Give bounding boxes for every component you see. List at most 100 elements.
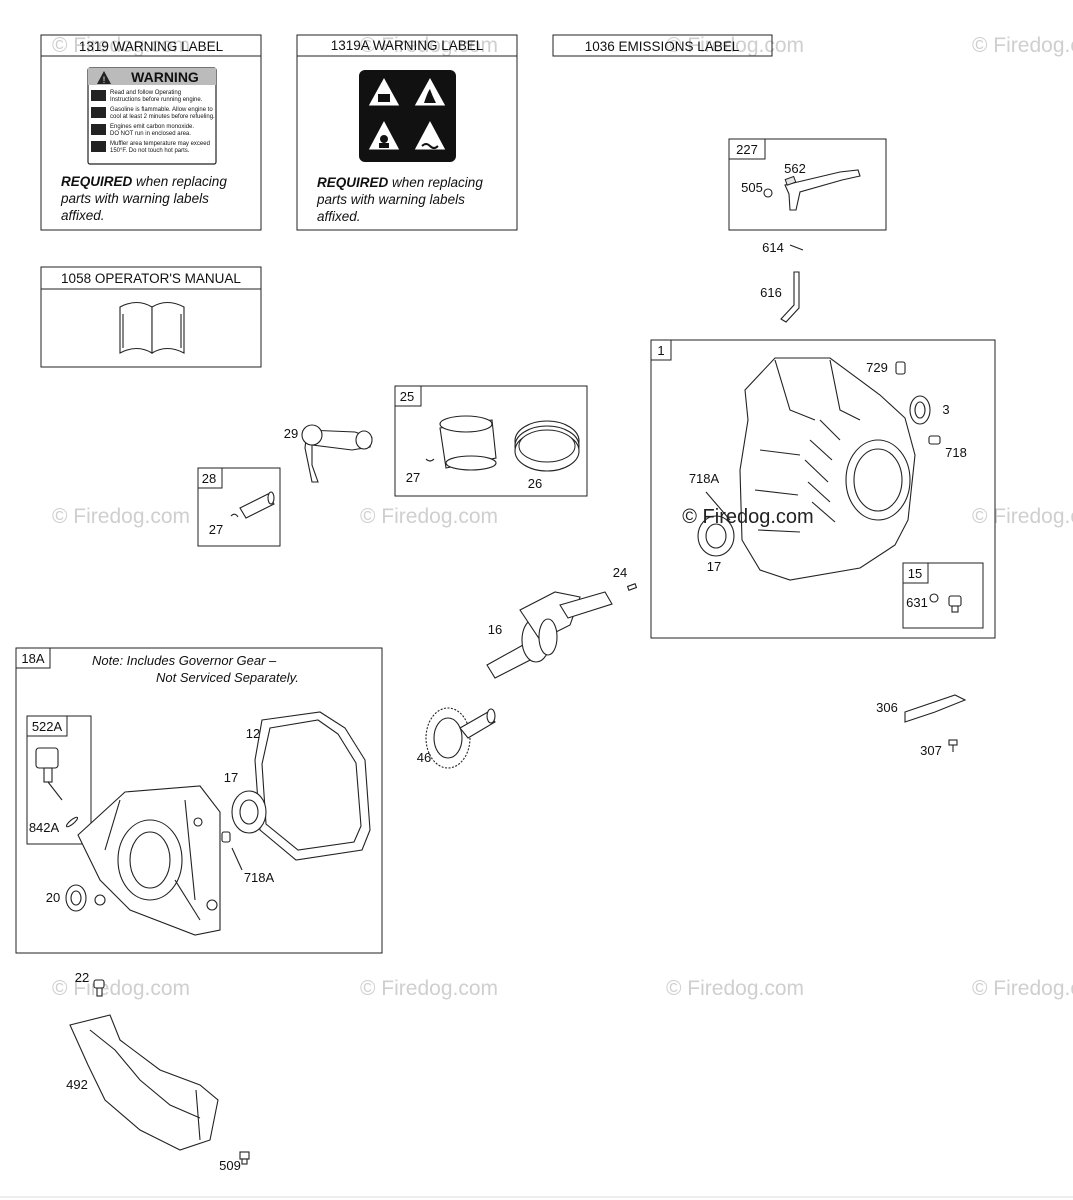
screw-307[interactable] [948,739,958,752]
part-label-16[interactable]: 16 [488,622,502,637]
part-label-26[interactable]: 26 [528,476,542,491]
operators-manual-1058: 1058 OPERATOR'S MANUAL [40,266,262,368]
part-label-614[interactable]: 614 [762,240,784,255]
crankcase-cylinder[interactable] [739,357,916,581]
ball-bearing[interactable] [231,790,267,834]
part-label-12[interactable]: 12 [246,726,260,741]
screw-509[interactable] [239,1151,250,1165]
oil-seal[interactable] [909,395,931,425]
part-label-616[interactable]: 616 [760,285,782,300]
dowel-pin[interactable] [221,831,231,843]
pin-retainer[interactable] [230,513,239,518]
required-note: REQUIRED when replacing [317,175,483,190]
part-label-17[interactable]: 17 [224,770,238,785]
watermark: © Firedog.com [666,34,804,57]
required-note-line3: affixed. [61,208,105,223]
camshaft[interactable] [425,707,496,769]
part-label-842a[interactable]: 842A [29,820,60,835]
part-label-29[interactable]: 29 [284,426,298,441]
watermark-main: © Firedog.com [682,506,813,528]
governor-bracket[interactable] [904,694,967,723]
box-number: 15 [908,566,922,581]
part-label-718[interactable]: 718 [945,445,967,460]
part-label-24[interactable]: 24 [613,565,627,580]
part-label-3[interactable]: 3 [942,402,949,417]
part-label-27[interactable]: 27 [406,470,420,485]
part-box-25: 25 27 26 [394,385,588,497]
watermark: © Firedog.com [360,34,498,57]
governor-lever[interactable] [784,169,861,211]
warning-line: cool at least 2 minutes before refueling… [110,114,215,120]
leader-line [231,847,243,871]
warning-label-1319: 1319 WARNING LABEL ! WARNING Read and fo… [40,34,262,231]
warning-label-1319a: 1319A WARNING LABEL REQUIRED when replac… [296,34,518,231]
watermark: © Firedog.com [360,505,498,528]
note-line2: Not Serviced Separately. [156,670,299,685]
operators-manual-title: 1058 OPERATOR'S MANUAL [61,271,241,286]
piston[interactable] [439,415,497,471]
governor-shaft[interactable] [780,271,800,323]
part-label-492[interactable]: 492 [66,1077,88,1092]
oil-seal-bearing[interactable] [697,515,735,557]
part-label-631[interactable]: 631 [906,595,928,610]
hot-surface-hazard-icon [413,118,447,151]
note-line1: Note: Includes Governor Gear – [92,653,277,668]
key-24[interactable] [626,583,638,591]
required-note-line2: parts with warning labels [60,191,209,206]
oil-drain-washer[interactable] [929,593,939,603]
part-label-505[interactable]: 505 [741,180,763,195]
watermark: © Firedog.com [360,977,498,1000]
leader-line [705,491,731,521]
piston-rings[interactable] [514,420,580,472]
fumes-icon [91,124,106,135]
part-label-718a[interactable]: 718A [244,870,275,885]
blower-housing-shield[interactable] [69,1014,219,1151]
warning-line: Muffler area temperature may exceed [110,141,210,147]
warning-line: DO NOT run in enclosed area. [110,131,191,137]
fumes-hazard-icon [367,118,401,151]
part-label-562[interactable]: 562 [784,161,806,176]
watermark: © Firedog.com [972,34,1073,57]
part-label-17[interactable]: 17 [707,559,721,574]
box-number: 28 [202,471,216,486]
part-box-28: 28 27 [197,467,281,547]
crankshaft[interactable] [486,591,613,679]
warning-line: Gasoline is flammable. Allow engine to [110,107,213,113]
part-label-46[interactable]: 46 [417,750,431,765]
crankcase-cover[interactable] [77,785,221,936]
part-label-306[interactable]: 306 [876,700,898,715]
piston-pin-retainer[interactable] [425,458,435,462]
crankcase-gasket[interactable] [254,711,371,861]
dowel-pin-718[interactable] [928,435,941,445]
watermark: © Firedog.com [52,505,190,528]
screw-22[interactable] [93,979,105,997]
box-number: 1 [657,343,664,358]
fire-hazard-icon [413,75,447,107]
watermark: © Firedog.com [52,977,190,1000]
plug-729[interactable] [895,361,906,375]
part-box-1: 1 729 3 718 718A 17 © Firedog.com 15 [650,339,996,639]
warning-label-1319a-title: 1319A WARNING LABEL [331,38,484,53]
warning-line: 150°F. Do not touch hot parts. [110,148,190,154]
connecting-rod[interactable] [301,424,373,483]
part-label-718a[interactable]: 718A [689,471,720,486]
part-label-22[interactable]: 22 [75,970,89,985]
part-label-729[interactable]: 729 [866,360,888,375]
watermark: © Firedog.com [52,34,190,57]
box-number: 18A [21,651,44,666]
part-label-307[interactable]: 307 [920,743,942,758]
required-note-line3: affixed. [317,209,361,224]
o-ring[interactable] [65,816,79,828]
read-manual-icon [367,75,401,107]
warning-line: Read and follow Operating [110,90,181,96]
part-label-20[interactable]: 20 [46,890,60,905]
oil-sensor[interactable] [35,747,63,801]
oil-drain-plug[interactable] [948,595,962,613]
piston-pin[interactable] [239,493,275,519]
part-label-509[interactable]: 509 [219,1158,241,1173]
oil-seal[interactable] [65,884,87,912]
part-label-27[interactable]: 27 [209,522,223,537]
warning-line: Engines emit carbon monoxide. [110,124,194,130]
svg-text:!: ! [103,75,106,85]
